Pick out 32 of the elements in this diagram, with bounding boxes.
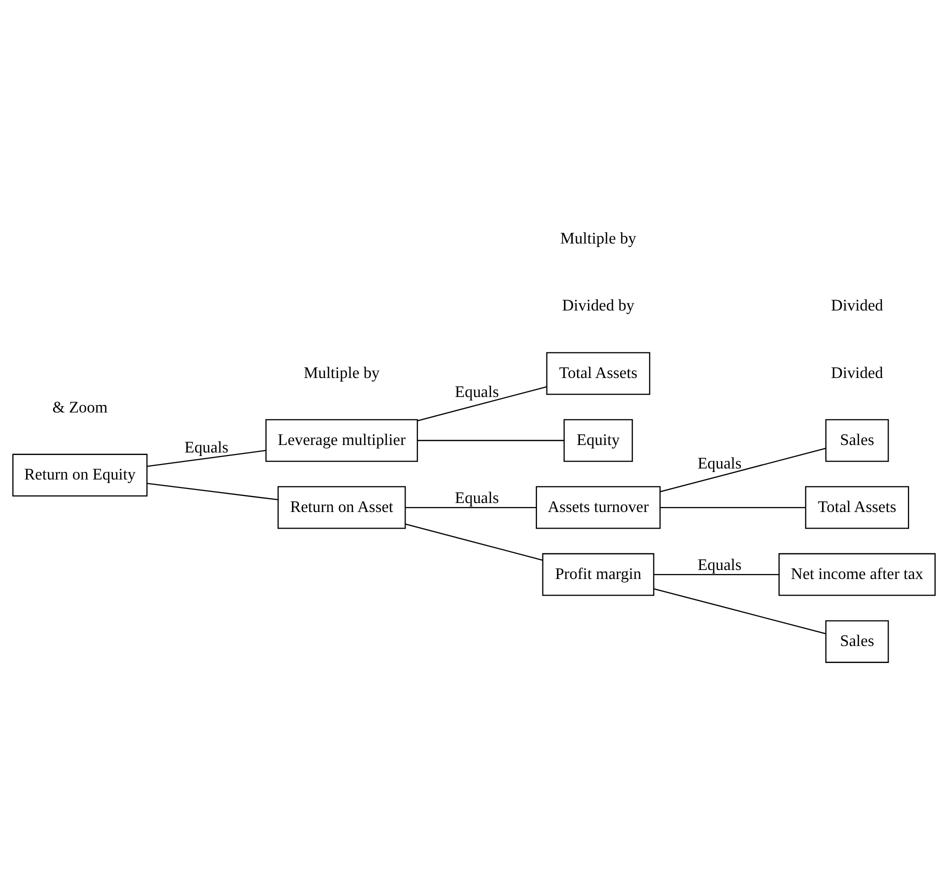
node-box: Sales — [825, 620, 889, 663]
edge-label: Equals — [698, 455, 742, 472]
node-box: Assets turnover — [536, 486, 661, 529]
connector — [660, 506, 806, 508]
node-box: Profit margin — [542, 553, 654, 596]
connector — [654, 588, 826, 634]
label: Divided — [831, 298, 884, 315]
label: Divided by — [562, 298, 634, 315]
node-box: Return on Equity — [12, 454, 148, 497]
edge-label: Equals — [454, 490, 499, 508]
connector — [417, 440, 564, 442]
connector — [654, 574, 779, 576]
label: & Zoom — [52, 399, 108, 416]
node-box: Net income after tax — [778, 553, 936, 596]
edge-label: Equals — [698, 557, 742, 574]
node-box: Leverage multiplier — [265, 419, 418, 462]
edge-label: Equals — [454, 384, 499, 401]
label: Multiple by — [304, 364, 380, 382]
connector — [405, 523, 543, 561]
edge-label: Equals — [184, 439, 228, 456]
node-box: Return on Asset — [278, 486, 406, 529]
label: Divided — [831, 364, 884, 382]
connector — [405, 506, 536, 508]
node-box: Total Assets — [546, 352, 650, 395]
node-box: Total Assets — [805, 486, 910, 529]
label: Multiple by — [560, 230, 636, 248]
connector — [147, 482, 278, 500]
connector — [147, 450, 266, 467]
connector — [417, 386, 547, 422]
node-box: Sales — [825, 419, 889, 462]
node-box: Equity — [564, 419, 633, 462]
connector — [660, 448, 826, 492]
